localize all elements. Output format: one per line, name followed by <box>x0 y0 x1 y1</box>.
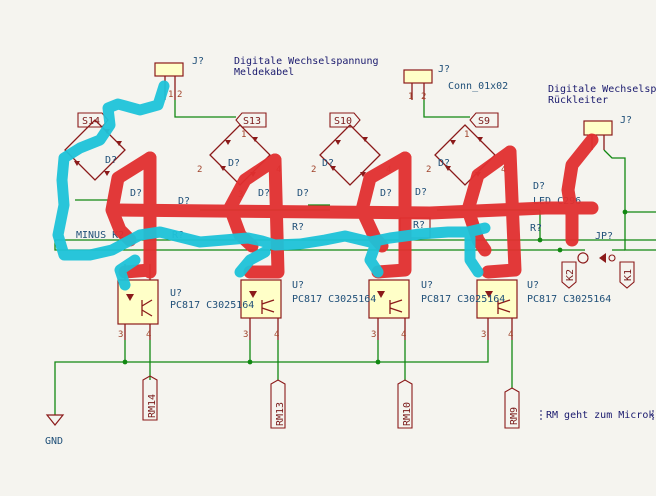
junctions <box>122 209 628 365</box>
rm-label-rm9[interactable]: RM9 <box>504 387 520 429</box>
d-ref-8: D? <box>533 181 545 192</box>
rm-note: RM geht zum Microk <box>546 410 654 421</box>
pin-b4-4: 4 <box>501 165 506 175</box>
pin-b4-1: 1 <box>464 130 469 140</box>
gnd-symbol[interactable] <box>45 414 65 426</box>
minus-k2-label: MINUS K2 <box>76 230 124 241</box>
d-ref-6: D? <box>297 188 309 199</box>
u-value-2: PC817 C3025164 <box>292 294 376 305</box>
u-value-1: PC817 C3025164 <box>170 300 254 311</box>
r-ref-2: R? <box>292 222 304 233</box>
d-ref-4: D? <box>438 158 450 169</box>
title-meldekabel: Digitale Wechselspannung <box>234 56 379 67</box>
rm-label-rm14-text: RM14 <box>147 394 158 418</box>
u-ref-2: U? <box>292 280 304 291</box>
connector-ref-2: J? <box>438 64 450 75</box>
label-k1[interactable]: K1 <box>619 261 635 289</box>
pin-b4-2: 2 <box>426 165 431 175</box>
optocoupler-2[interactable] <box>240 279 282 340</box>
pin-j1-2: 2 <box>177 90 182 100</box>
rm-label-rm14[interactable]: RM14 <box>142 375 158 421</box>
diode-bridge-1[interactable] <box>64 119 126 181</box>
diode-bridge-3[interactable] <box>319 124 381 186</box>
label-k1-text: K1 <box>623 269 634 281</box>
connector-value: Conn_01x02 <box>448 81 508 92</box>
optocoupler-4[interactable] <box>476 279 518 340</box>
connector-ref-1: J? <box>192 56 204 67</box>
pin-u2-3: 3 <box>243 330 248 340</box>
diode-refs: D? D? D? D? D? D? D? D? D? D? D? <box>105 155 545 207</box>
global-label-s9-text: S9 <box>478 116 490 127</box>
rm-label-rm10[interactable]: RM10 <box>397 379 413 429</box>
pin-b2-2: 2 <box>197 165 202 175</box>
d-ref-3: D? <box>322 158 334 169</box>
pin-j2-1: 1 <box>408 92 413 102</box>
pin-u4-4: 4 <box>508 330 513 340</box>
connector-conn-01x02[interactable] <box>403 69 433 100</box>
global-label-s13-text: S13 <box>243 116 261 127</box>
label-k2-text: K2 <box>565 269 576 281</box>
rm-label-rm13-text: RM13 <box>275 402 286 426</box>
pin-u1-4: 4 <box>146 330 151 340</box>
d-ref-10: D? <box>258 188 270 199</box>
gnd-label: GND <box>45 436 63 447</box>
connector-meldekabel[interactable] <box>154 62 184 100</box>
label-k2[interactable]: K2 <box>561 261 577 289</box>
r-ref-4: R? <box>530 223 542 234</box>
pin-u2-4: 4 <box>274 330 279 340</box>
pin-u3-3: 3 <box>371 330 376 340</box>
rm-label-rm13[interactable]: RM13 <box>270 379 286 429</box>
pin-u4-3: 3 <box>481 330 486 340</box>
optocoupler-refs: U? U? U? U? PC817 C3025164 PC817 C302516… <box>170 280 611 311</box>
connector-ref-3: J? <box>620 115 632 126</box>
d-ref-9: D? <box>130 188 142 199</box>
red-annotation-strokes <box>105 133 599 279</box>
d-ref-5: D? <box>178 196 190 207</box>
pin-j2-2: 2 <box>421 92 426 102</box>
rm-label-rm9-text: RM9 <box>509 407 520 425</box>
u-ref-4: U? <box>527 280 539 291</box>
title-rueckleiter-sub: Rückleiter <box>548 95 608 106</box>
d-ref-7: D? <box>415 187 427 198</box>
jumper-jp[interactable] <box>577 252 616 264</box>
r-ref-3: R? <box>413 220 425 231</box>
d-ref-11: D? <box>380 188 392 199</box>
pin-j1-1: 1 <box>168 90 173 100</box>
d-ref-1: D? <box>105 155 117 166</box>
global-label-s14-text: S14 <box>82 116 100 127</box>
u-ref-3: U? <box>421 280 433 291</box>
global-label-s10-text: S10 <box>334 116 352 127</box>
rm-label-rm10-text: RM10 <box>402 402 413 426</box>
title-meldekabel-sub: Meldekabel <box>234 67 294 78</box>
global-label-s10[interactable]: S10 <box>329 112 361 128</box>
global-label-s9[interactable]: S9 <box>469 112 499 128</box>
d-ref-2: D? <box>228 158 240 169</box>
title-rueckleiter: Digitale Wechselsp <box>548 84 656 95</box>
pin-b3-2: 2 <box>311 165 316 175</box>
u-ref-1: U? <box>170 288 182 299</box>
jumper-ref: JP? <box>595 231 613 242</box>
cyan-annotation-strokes <box>52 80 491 291</box>
optocoupler-3[interactable] <box>368 279 410 340</box>
pin-u1-3: 3 <box>118 330 123 340</box>
u-value-4: PC817 C3025164 <box>527 294 611 305</box>
u-value-3: PC817 C3025164 <box>421 294 505 305</box>
pin-u3-4: 4 <box>401 330 406 340</box>
pin-b2-1: 1 <box>241 130 246 140</box>
